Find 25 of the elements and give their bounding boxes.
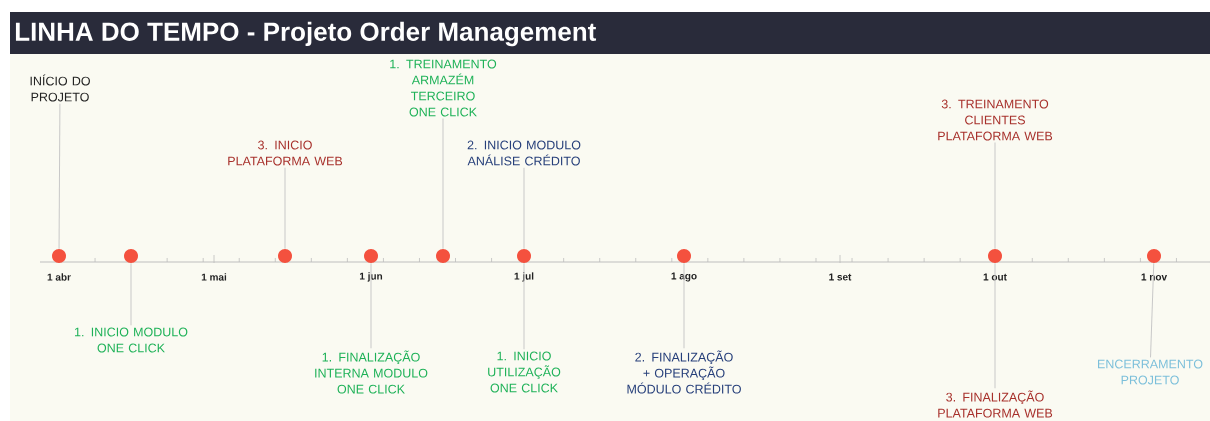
event-label: 1. INICIO UTILIZAÇÃO ONE CLICK [488, 351, 561, 393]
event-dot [364, 249, 378, 263]
event-dot [52, 249, 66, 263]
event-label: 2. INICIO MODULO ANÁLISE CRÉDITO [467, 140, 581, 166]
event-dot [988, 249, 1002, 263]
event-dot [124, 249, 138, 263]
event-label: ENCERRAMENTO PROJETO [1098, 359, 1203, 385]
event-label: 1. INICIO MODULO ONE CLICK [75, 327, 188, 353]
event-dot [517, 249, 531, 263]
event-dot [436, 249, 450, 263]
event-label: 2. FINALIZAÇÃO + OPERAÇÃO MÓDULO CRÉDITO [627, 350, 741, 394]
event-dot [677, 249, 691, 263]
event-label: 1. FINALIZAÇÃO INTERNA MODULO ONE CLICK [315, 350, 428, 394]
event-label: 3. TREINAMENTO CLIENTES PLATAFORMA WEB [938, 99, 1053, 141]
leader-line [58, 103, 61, 250]
tick-label: 1 mai [201, 273, 227, 281]
leader-line [1150, 262, 1155, 358]
event-label: 3. FINALIZAÇÃO PLATAFORMA WEB [938, 390, 1053, 418]
event-label: 3. INICIO PLATAFORMA WEB [228, 140, 343, 166]
event-label: INÍCIO DO PROJETO [30, 74, 90, 102]
event-dot [1147, 249, 1161, 263]
event-label: 1. TREINAMENTO ARMAZÉM TERCEIRO ONE CLICK [390, 59, 497, 117]
event-dot [278, 249, 292, 263]
tick-label: 1 set [829, 273, 852, 281]
title-bar: LINHA DO TEMPO - Projeto Order Management [10, 12, 1210, 54]
